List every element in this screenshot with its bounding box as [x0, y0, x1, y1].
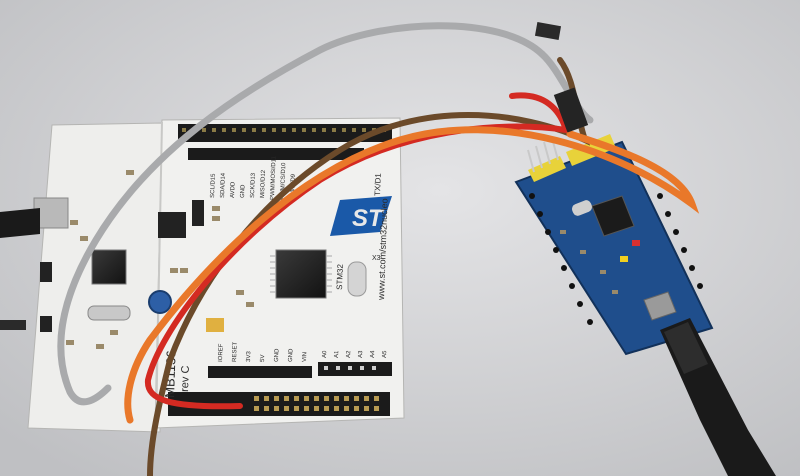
arduino-digital-header: [188, 148, 364, 160]
serial-label: TX/D1: [373, 173, 383, 197]
analog-label: A0: [322, 350, 328, 358]
blue-user-button: [148, 290, 172, 314]
analog-labels: A0 A1 A2 A3 A4 A5: [322, 350, 388, 358]
power-label: IOREF: [218, 343, 225, 362]
left-clip: [0, 320, 26, 330]
header-pins-top: [182, 128, 386, 132]
blue-board-smd: [560, 230, 618, 294]
jumper-3: [192, 200, 204, 226]
stm32-main-chip: [275, 249, 327, 299]
wire-orange: [124, 126, 700, 424]
jumper-wires: [57, 22, 700, 476]
crystal-label: X3: [372, 255, 381, 262]
breakaway-line: [155, 121, 163, 429]
voltage-regulator: [158, 212, 186, 238]
digital-label: GND: [240, 184, 246, 198]
nucleo-url: www.st.com/stm32nucleo: [376, 198, 390, 301]
dupont-housing-1: [534, 22, 562, 40]
power-label: GND: [274, 348, 280, 362]
wire-grey-end: [538, 50, 594, 124]
blue-stm32-board: [514, 134, 714, 356]
blue-board-chip: [591, 195, 635, 237]
usb-cable-left: [0, 208, 40, 238]
smd-components: [66, 170, 254, 349]
blue-board-crystal: [571, 200, 593, 216]
led-yellow: [620, 256, 628, 262]
jumper-1: [40, 262, 52, 282]
digital-label: SCK/D13: [250, 172, 257, 198]
main-crystal: [347, 261, 367, 297]
tantalum-capacitor: [206, 318, 224, 332]
digital-label: SCL/D15: [210, 173, 217, 198]
usb-plug-body: [664, 322, 708, 374]
st-logo: ST: [330, 196, 392, 236]
power-label: RESET: [232, 342, 239, 363]
micro-usb-port: [643, 291, 677, 321]
jumper-2: [40, 316, 52, 332]
power-label: 3V3: [246, 351, 252, 363]
power-labels: IOREF RESET 3V3 5V GND GND VIN: [218, 342, 308, 363]
st-logo-text: ST: [352, 205, 385, 232]
arduino-power-header: [208, 366, 312, 378]
yellow-header-1: [528, 156, 566, 182]
chip-label: STM32: [335, 263, 345, 290]
analog-label: A3: [358, 350, 364, 358]
analog-label: A1: [334, 350, 340, 358]
blue-board-pin-holes: [529, 175, 703, 325]
power-label: VIN: [302, 352, 308, 362]
power-label: GND: [288, 348, 294, 362]
digital-label: AVDD: [230, 181, 237, 198]
digital-label: PWM/MOSI/D11: [270, 155, 278, 200]
analog-pins: [324, 366, 376, 370]
digital-label: SDA/D14: [220, 172, 227, 198]
analog-label: A5: [382, 350, 388, 358]
board-revision: rev C: [179, 365, 192, 392]
power-label: 5V: [260, 355, 266, 363]
digital-label: PWM/CS/D10: [280, 162, 287, 200]
stlink-crystal: [87, 305, 131, 321]
dupont-housing-2: [553, 87, 589, 133]
digital-label: MISO/D12: [260, 169, 267, 198]
wire-grey: [57, 22, 546, 406]
analog-label: A2: [346, 350, 352, 358]
chip-leads: [270, 255, 332, 293]
stlink-chip: [91, 249, 127, 285]
analog-label: A4: [370, 350, 376, 358]
header-pins-bottom: [254, 396, 379, 411]
led-red: [632, 240, 640, 246]
morpho-header-top: [178, 124, 392, 142]
arduino-analog-header: [318, 362, 392, 376]
